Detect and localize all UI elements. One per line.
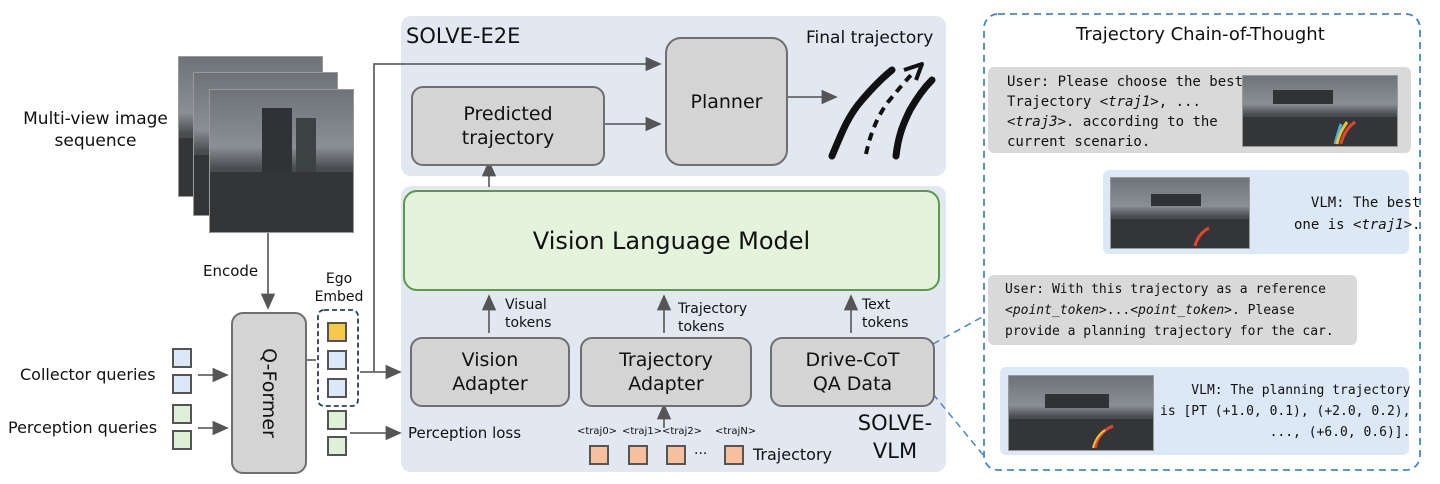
line: VLM: The best <box>1294 192 1421 214</box>
predicted-trajectory-block: Predicted trajectory <box>411 86 605 166</box>
trajectory-token <box>589 445 609 465</box>
vision-language-model-block: Vision Language Model <box>403 190 940 291</box>
text: . according to the <box>1066 114 1218 130</box>
scene-image-1 <box>1242 75 1398 147</box>
text: User: With this trajectory as a referenc… <box>1005 282 1326 297</box>
visual-tokens-label: Visual tokens <box>505 297 552 331</box>
image-sequence-label: Multi-view image sequence <box>23 109 168 151</box>
solve-vlm-title: SOLVE- VLM <box>857 411 933 463</box>
text: . <box>1412 217 1421 233</box>
ego-embed-token <box>327 322 347 342</box>
trajectory-token <box>724 445 744 465</box>
final-trajectory-label: Final trajectory <box>806 28 934 48</box>
text: provide a planning trajectory for the ca… <box>1005 324 1334 339</box>
traj-token-label: <trajN> <box>715 426 757 437</box>
traj-token: <traj1> <box>1099 94 1159 110</box>
line: is [PT (+1.0, 0.1), (+2.0, 0.2), <box>1160 401 1410 422</box>
scene-image-3 <box>1008 375 1154 451</box>
user-message-1-text: User: Please choose the best Trajectory … <box>1007 72 1243 152</box>
line: current scenario. <box>1007 132 1243 152</box>
traj-token: <traj3> <box>1007 114 1067 130</box>
text: one is <box>1294 217 1354 233</box>
point-token: <point_token> <box>1005 303 1107 318</box>
collector-output-token <box>327 350 347 370</box>
user-message-2 <box>988 275 1357 345</box>
text: . Please <box>1231 303 1295 318</box>
drive-cot-qa-block: Drive-CoT QA Data <box>770 337 935 407</box>
collector-query-token <box>172 348 192 368</box>
vision-adapter-block: Vision Adapter <box>410 337 570 407</box>
line: <traj3>. according to the <box>1007 112 1243 132</box>
traj-token-label: <traj0> <box>577 426 618 437</box>
trajectory-ellipsis: ··· <box>694 446 708 462</box>
text: is [PT (+1.0, 0.1), (+2.0, 0.2), <box>1160 404 1411 419</box>
text: ... <box>1106 303 1131 318</box>
vlm-message-2-text: VLM: The planning trajectory is [PT (+1.… <box>1160 380 1410 443</box>
q-former-label: Q-Former <box>258 348 281 438</box>
text: VLM: The best <box>1310 195 1421 211</box>
line: provide a planning trajectory for the ca… <box>1005 321 1334 342</box>
perception-query-token <box>172 430 192 450</box>
text: ..., (+6.0, 0.6)]. <box>1269 425 1411 440</box>
line: VLM: The planning trajectory <box>1160 380 1410 401</box>
text: current scenario. <box>1007 134 1151 150</box>
line: User: With this trajectory as a referenc… <box>1005 279 1334 300</box>
collector-output-token <box>327 378 347 398</box>
line: ..., (+6.0, 0.6)]. <box>1160 422 1411 443</box>
text: Trajectory <box>1007 94 1100 110</box>
text: User: Please choose the best <box>1007 74 1244 90</box>
text-tokens-label: Text tokens <box>862 297 909 331</box>
perception-loss-label: Perception loss <box>408 424 522 442</box>
solve-e2e-title: SOLVE-E2E <box>406 24 521 48</box>
trajectory-tokens-label: Trajectory tokens <box>678 301 748 335</box>
scene-image-2 <box>1110 177 1250 249</box>
vlm-message-1-text: VLM: The best one is <traj1>. <box>1294 192 1420 236</box>
trajectory-token <box>666 445 686 465</box>
planner-block: Planner <box>665 37 788 166</box>
text: , ... <box>1158 94 1201 110</box>
line: Trajectory <traj1>, ... <box>1007 92 1243 112</box>
line: User: Please choose the best <box>1007 72 1243 92</box>
perception-output-token <box>327 410 347 430</box>
traj-token: <traj1> <box>1353 217 1413 233</box>
line: one is <traj1>. <box>1294 214 1420 236</box>
collector-query-token <box>172 374 192 394</box>
ego-embed-label: Ego Embed <box>314 271 364 305</box>
vision-language-model-label: Vision Language Model <box>532 226 811 255</box>
perception-output-token <box>327 436 347 456</box>
collector-queries-label: Collector queries <box>20 365 156 384</box>
traj-token-label: <traj1> <box>622 426 663 437</box>
perception-queries-label: Perception queries <box>8 418 158 437</box>
line: <point_token>...<point_token>. Please <box>1005 300 1334 321</box>
trajectory-label: Trajectory <box>753 445 832 464</box>
encode-label: Encode <box>203 262 259 280</box>
point-token: <point_token> <box>1130 303 1232 318</box>
final-trajectory-icon <box>828 62 936 160</box>
perception-query-token <box>172 404 192 424</box>
traj-token-label: <traj2> <box>662 426 703 437</box>
trajectory-adapter-block: Trajectory Adapter <box>580 337 752 407</box>
trajectory-token <box>628 445 648 465</box>
q-former-block: Q-Former <box>231 312 307 474</box>
text: VLM: The planning trajectory <box>1191 383 1411 398</box>
user-message-2-text: User: With this trajectory as a referenc… <box>1005 279 1334 342</box>
camera-image-front <box>209 89 354 233</box>
cot-title: Trajectory Chain-of-Thought <box>1076 24 1325 45</box>
